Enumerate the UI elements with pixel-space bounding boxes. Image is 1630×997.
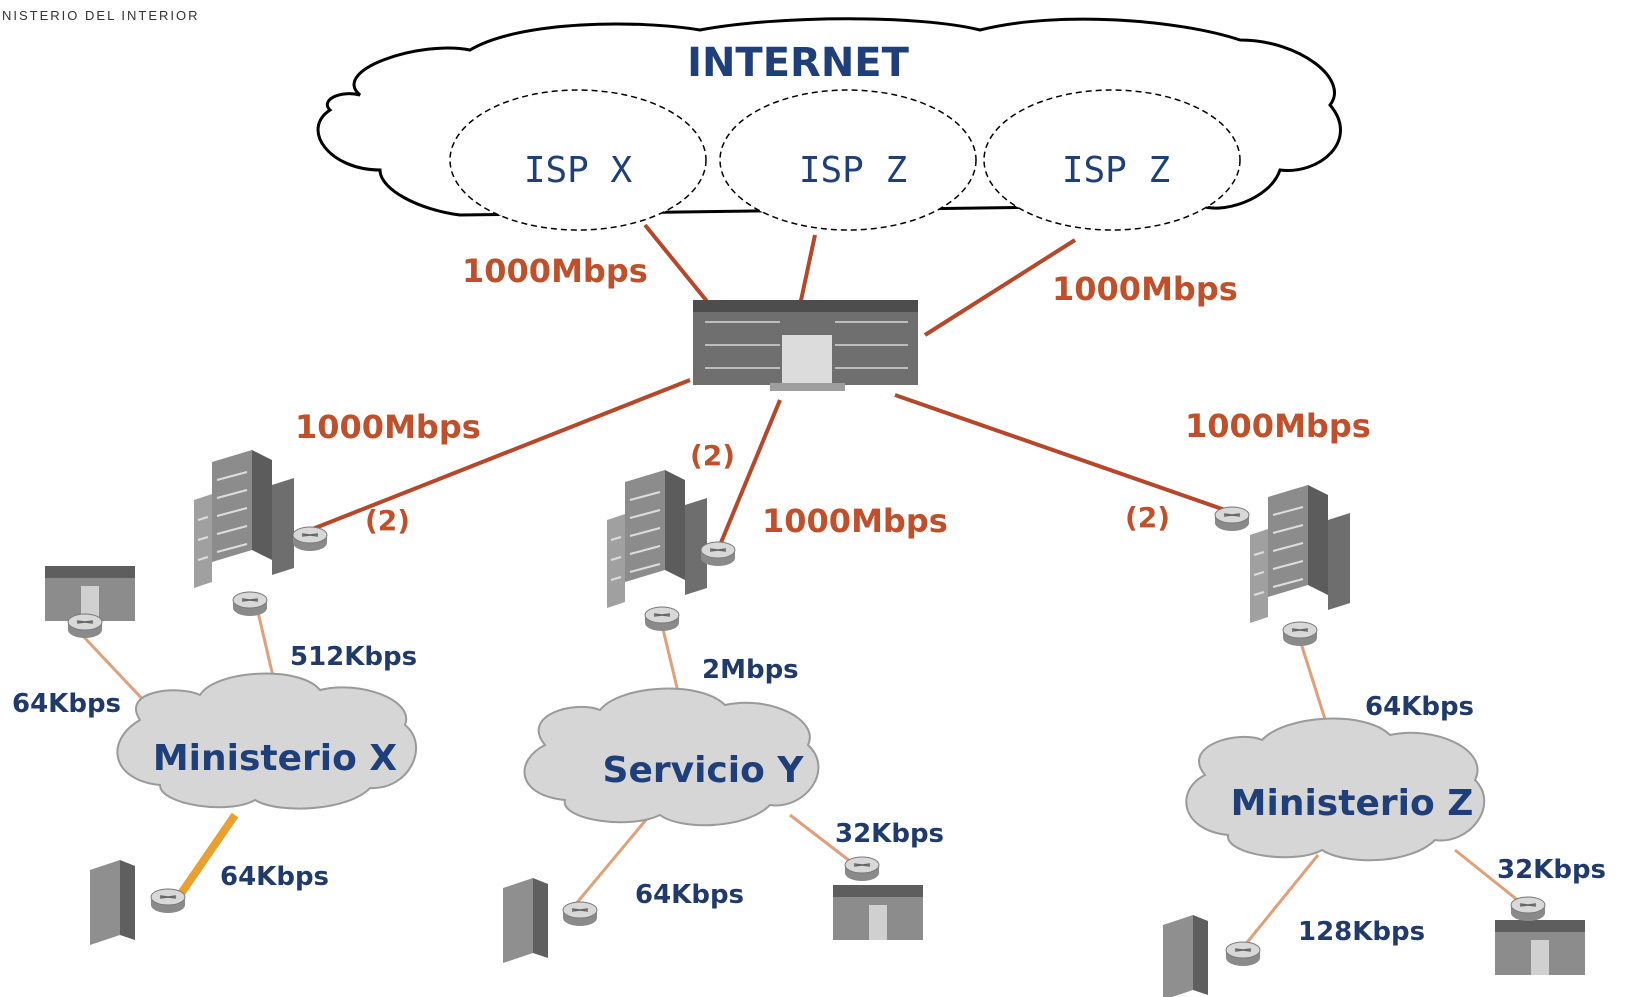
servicio-y-tower-icon	[606, 469, 708, 609]
servicio-y-site-router-icon	[562, 901, 598, 927]
ministerio-z-label: Ministerio Z	[1231, 783, 1474, 824]
isp-z-cloud-1	[719, 89, 977, 231]
link-mz-cloud-site-left	[1243, 854, 1320, 946]
link-ispz2-hq	[923, 238, 1077, 337]
servicio-y-office-icon	[833, 885, 923, 940]
link-hq-mx	[309, 378, 691, 532]
label-isp-left: 1000Mbps	[462, 252, 648, 290]
link-hq-mz	[894, 393, 1226, 512]
ministerio-x-site-router-icon	[150, 888, 186, 914]
label-mz-cloud-site-left: 128Kbps	[1298, 917, 1425, 947]
label-to-ministerio-x: 1000Mbps	[295, 408, 481, 446]
ministerio-x-tower-icon	[193, 449, 295, 589]
isp-z-cloud-2	[983, 89, 1241, 231]
link-ispx-hq	[643, 223, 712, 307]
link-ispz1-hq	[798, 234, 817, 306]
servicio-y-server-icon	[503, 878, 548, 963]
ministerio-z-tower-icon	[1249, 484, 1351, 624]
link-sy-cloud-site-right	[789, 813, 856, 867]
label-to-ministerio-z: 1000Mbps	[1185, 407, 1371, 445]
label-sy-cloud-site-left: 64Kbps	[635, 880, 744, 910]
label-redundancy-mx: (2)	[365, 504, 410, 537]
label-mx-cloud-site: 64Kbps	[220, 862, 329, 892]
org-header-line-2: NISTERIO DEL INTERIOR	[2, 8, 200, 23]
isp-label-2: ISP Z	[799, 150, 907, 191]
ministerio-z-server-icon	[1163, 915, 1208, 997]
link-mx-office-cloud	[80, 633, 150, 707]
label-sy-router-cloud: 2Mbps	[702, 655, 799, 685]
servicio-y-office-router-icon	[844, 856, 880, 882]
link-hq-sy	[718, 399, 782, 546]
ministerio-z-site-router-icon	[1225, 941, 1261, 967]
label-mz-cloud-site-right: 32Kbps	[1497, 855, 1606, 885]
ministerio-z-office-icon	[1495, 920, 1585, 975]
ministerio-z-cloud	[1185, 717, 1486, 862]
ministerio-x-router-icon	[232, 591, 268, 617]
link-mz-cloud-site-right	[1454, 848, 1521, 904]
link-mx-cloud-site-highlight	[176, 812, 239, 898]
ministerio-x-office-icon	[45, 566, 135, 621]
link-sy-cloud-site-left	[573, 814, 652, 906]
label-mx-office-cloud: 64Kbps	[12, 689, 121, 719]
ministerio-x-server-icon	[90, 860, 135, 945]
label-mx-router-cloud: 512Kbps	[290, 642, 417, 672]
label-sy-cloud-site-right: 32Kbps	[835, 819, 944, 849]
label-to-servicio-y: 1000Mbps	[762, 502, 948, 540]
ministerio-x-cloud	[116, 672, 417, 810]
label-redundancy-mz: (2)	[1125, 501, 1170, 534]
link-sy-router-cloud	[660, 624, 682, 701]
isp-label-1: ISP X	[524, 150, 633, 191]
internet-title: INTERNET	[687, 40, 910, 86]
ministerio-x-office-router-icon	[67, 613, 103, 639]
ministerio-z-router-icon	[1282, 621, 1318, 647]
ministerio-z-uplink-router-icon	[1214, 506, 1250, 532]
ministerio-x-uplink-router-icon	[292, 526, 328, 552]
isp-label-3: ISP Z	[1062, 150, 1170, 191]
isp-x-cloud	[449, 89, 707, 231]
label-mz-router-cloud: 64Kbps	[1365, 692, 1474, 722]
label-redundancy-sy: (2)	[690, 439, 735, 472]
servicio-y-cloud	[523, 687, 820, 827]
ministerio-x-label: Ministerio X	[153, 738, 398, 779]
ministerio-z-office-router-icon	[1510, 896, 1546, 922]
servicio-y-uplink-router-icon	[700, 541, 736, 567]
headquarters-building-icon	[693, 300, 918, 391]
servicio-y-router-icon	[644, 606, 680, 632]
servicio-y-label: Servicio Y	[603, 750, 805, 791]
label-isp-right: 1000Mbps	[1052, 270, 1238, 308]
